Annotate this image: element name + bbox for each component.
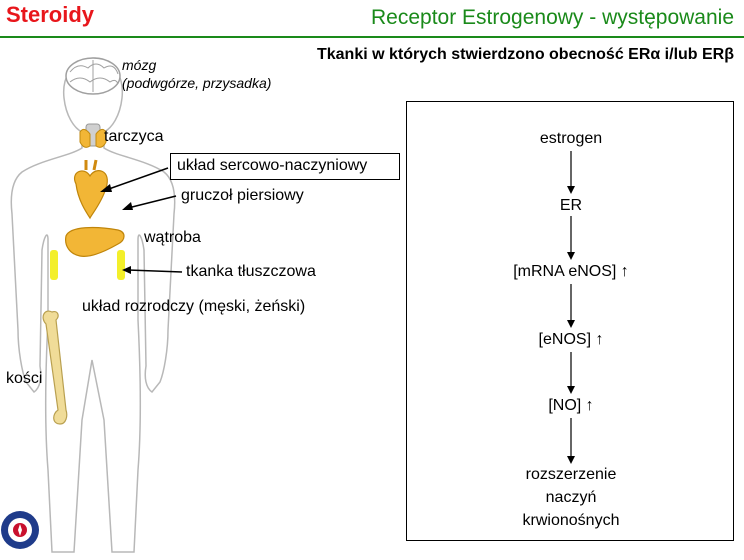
brain-icon bbox=[65, 57, 121, 95]
flow-step-er: ER bbox=[559, 197, 583, 214]
pathway-diagram-box: estrogen ER [mRNA eNOS] ↑ [eNOS] ↑ [NO] … bbox=[406, 101, 734, 541]
pathway-arrows bbox=[567, 151, 575, 464]
fat-tissue-left-icon bbox=[50, 250, 58, 280]
thyroid-icon bbox=[79, 123, 107, 148]
header-title-left: Steroidy bbox=[6, 2, 95, 27]
header-divider bbox=[0, 36, 744, 38]
cardiovascular-label-box: układ sercowo-naczyniowy bbox=[170, 153, 400, 180]
liver-icon bbox=[65, 226, 125, 257]
reproductive-system-label: układ rozrodczy (męski, żeński) bbox=[82, 298, 306, 315]
flow-result-line-3: krwionośnych bbox=[522, 512, 620, 529]
human-body-illustration bbox=[1, 57, 183, 553]
heart-icon bbox=[74, 159, 108, 220]
thyroid-label: tarczyca bbox=[104, 128, 164, 145]
flow-result-line-2: naczyń bbox=[545, 489, 597, 506]
arrow-2 bbox=[567, 252, 575, 260]
arrow-4 bbox=[567, 386, 575, 394]
slide-subtitle: Tkanki w których stwierdzono obecność ER… bbox=[316, 46, 734, 63]
adipose-tissue-label: tkanka tłuszczowa bbox=[186, 263, 316, 280]
brain-label: mózg (podwgórze, przysadka) bbox=[122, 56, 271, 92]
flow-step-mrna-enos: [mRNA eNOS] ↑ bbox=[513, 263, 629, 280]
arrow-5 bbox=[567, 456, 575, 464]
body-outline bbox=[10, 57, 176, 553]
arrow-to-heart bbox=[100, 167, 169, 192]
university-seal-logo bbox=[1, 511, 39, 549]
flow-step-no: [NO] ↑ bbox=[548, 397, 594, 414]
arrow-3 bbox=[567, 320, 575, 328]
bone-icon bbox=[42, 310, 68, 425]
flow-result: rozszerzenie naczyń krwionośnych bbox=[523, 463, 620, 532]
brain-label-detail: (podwgórze, przysadka) bbox=[122, 75, 272, 91]
flow-result-line-1: rozszerzenie bbox=[525, 466, 617, 483]
cardiovascular-label: układ sercowo-naczyniowy bbox=[177, 157, 368, 174]
brain-label-name: mózg bbox=[122, 57, 157, 73]
flow-step-enos: [eNOS] ↑ bbox=[538, 331, 604, 348]
flow-step-estrogen: estrogen bbox=[539, 130, 603, 147]
arrow-1 bbox=[567, 186, 575, 194]
header-title-right: Receptor Estrogenowy - występowanie bbox=[370, 6, 734, 29]
mammary-gland-label: gruczoł piersiowy bbox=[181, 187, 304, 204]
arrow-to-fat bbox=[122, 266, 183, 274]
arrow-to-chest bbox=[122, 195, 177, 210]
bones-label: kości bbox=[6, 370, 43, 387]
liver-label: wątroba bbox=[144, 229, 201, 246]
fat-tissue-right-icon bbox=[117, 250, 125, 280]
